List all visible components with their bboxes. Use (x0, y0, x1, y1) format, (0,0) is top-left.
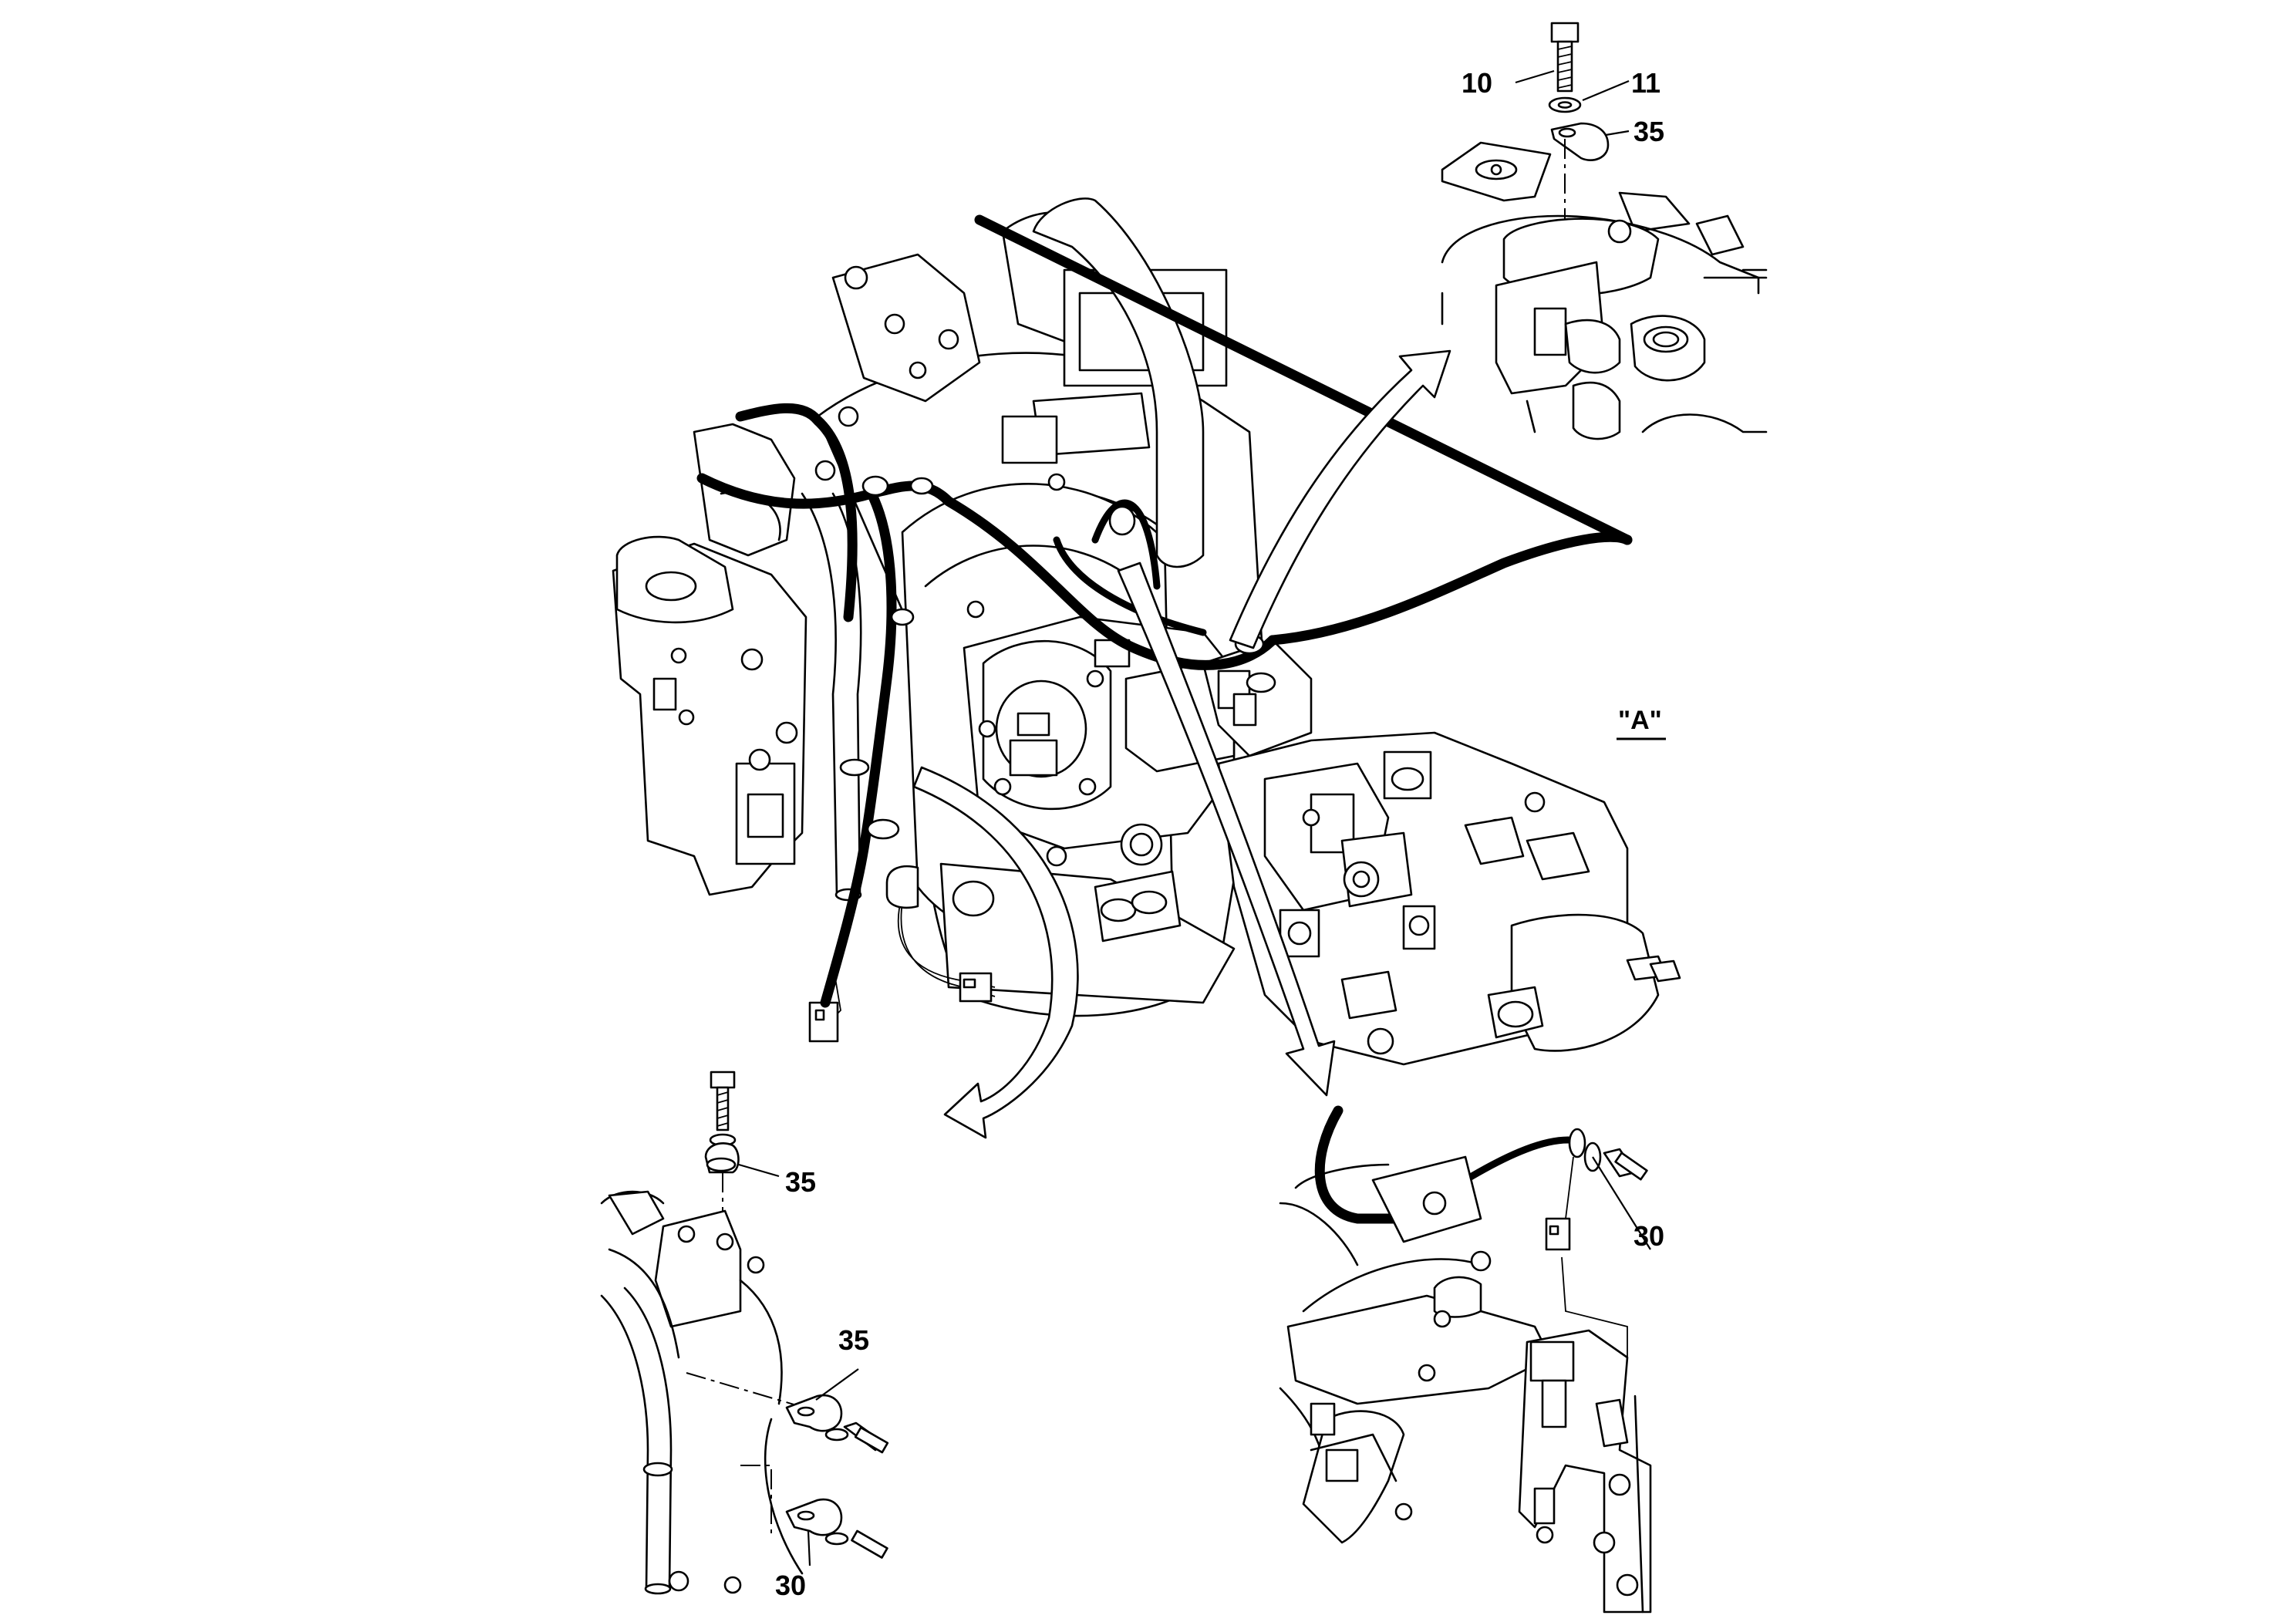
arrow-to-bottom-left (912, 766, 1079, 1139)
callout-30-bottom-right: 30 (1633, 1220, 1664, 1252)
callout-35-bottom-left-upper: 35 (785, 1166, 816, 1198)
arrow-to-view-a (1229, 349, 1451, 649)
callout-35-bottom-left-lower: 35 (838, 1324, 869, 1356)
callouts: 10 11 35 35 35 30 30 (775, 67, 1664, 1601)
callout-11: 11 (1631, 67, 1660, 99)
callout-30-bottom-left: 30 (775, 1570, 806, 1601)
detail-bottom-left (600, 1071, 889, 1595)
callout-leaders (738, 69, 1651, 1566)
view-a-label: "A" (1617, 706, 1666, 740)
view-a-text: "A" (1618, 706, 1662, 735)
hose-routing (696, 214, 1633, 1008)
bolt-10 (1550, 22, 1580, 43)
view-arrows (912, 349, 1451, 1139)
main-assembly (612, 197, 1681, 1066)
detail-bottom-right (1279, 1105, 1652, 1614)
clip-35-top (1550, 122, 1610, 161)
arrow-to-bottom-right (1117, 561, 1336, 1097)
detail-top-right (1441, 22, 1768, 440)
callout-35-top-right: 35 (1633, 116, 1664, 147)
callout-10: 10 (1462, 67, 1492, 99)
